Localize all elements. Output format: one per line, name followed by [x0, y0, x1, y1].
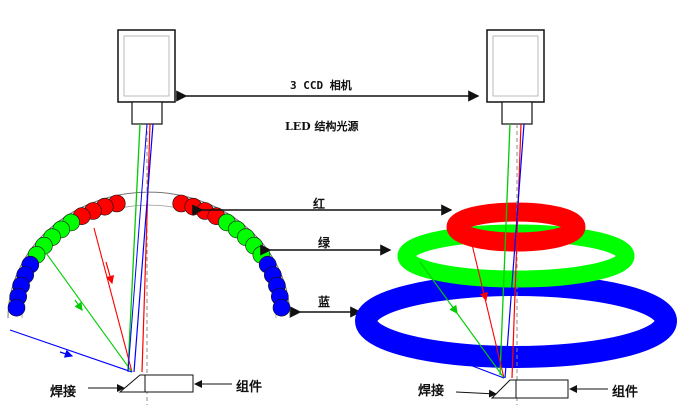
- red-ring: [446, 202, 586, 252]
- camera-label: 3 CCD 相机: [290, 79, 352, 92]
- left-camera: [117, 29, 176, 125]
- left-led-dome: [7, 191, 291, 319]
- solder-right-label: 焊接: [418, 384, 445, 399]
- blue-led: [7, 298, 26, 317]
- right-camera: [486, 29, 545, 125]
- green-label: 绿: [318, 236, 331, 250]
- left-solder-component: [88, 374, 232, 393]
- right-rays: [377, 123, 525, 379]
- right-solder-component: [455, 379, 608, 399]
- solder-left-label: 焊接: [50, 385, 77, 400]
- component-left-label: 组件: [236, 380, 263, 395]
- blue-label: 蓝: [318, 295, 331, 309]
- blue-led: [272, 298, 291, 317]
- light-source-label: LED 结构光源: [285, 120, 359, 133]
- blue-ring: [355, 274, 677, 368]
- component-right-label: 组件: [612, 385, 639, 400]
- red-label: 红: [313, 197, 326, 211]
- left-rays: [9, 123, 154, 373]
